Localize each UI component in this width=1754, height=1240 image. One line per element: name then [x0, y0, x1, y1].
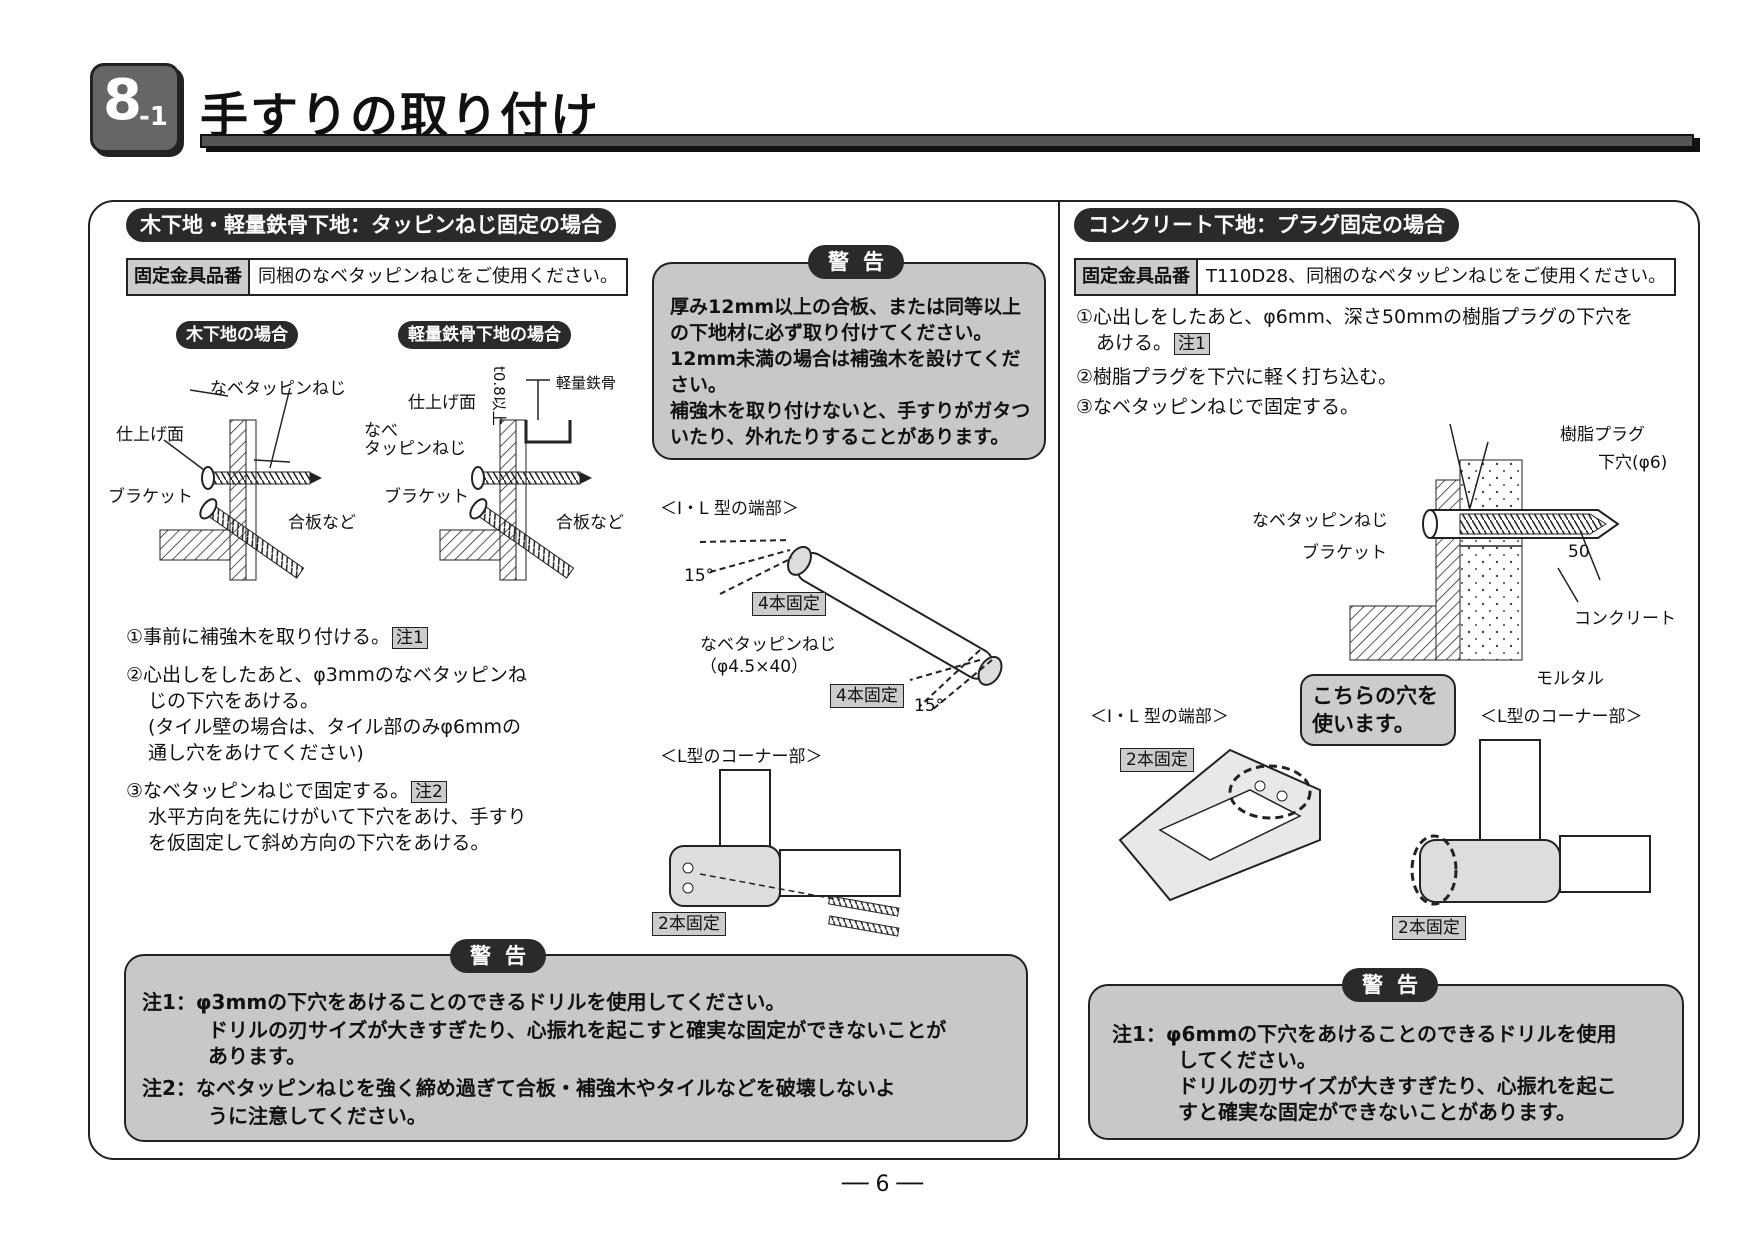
- two-fix-tag-left: 2本固定: [652, 912, 726, 936]
- label-bracket-2: ブラケット: [384, 487, 469, 507]
- right-step-1-line-1: ①心出しをしたあと、φ6mm、深さ50mmの樹脂プラグの下穴を: [1076, 306, 1634, 328]
- left-step-2-line-1: ②心出しをしたあと、φ3mmのなベタッピンね: [126, 664, 527, 686]
- middle-warning-line-1: 厚み12mm以上の合板、または同等以上: [670, 296, 1022, 318]
- title-underline: [200, 134, 1694, 148]
- label-concrete: コンクリート: [1574, 609, 1676, 629]
- il-end-diagram: [699, 539, 1003, 711]
- steel-wall-diagram: [439, 379, 592, 581]
- right-warning-line-4: すと確実な固定ができないことがあります。: [1178, 1100, 1576, 1124]
- two-fix-tag-right-1: 2本固定: [1120, 748, 1194, 772]
- callout-line-2: 使います。: [1312, 712, 1415, 736]
- callout-line-1: こちらの穴を: [1312, 684, 1438, 708]
- il-end-bracket-diagram: [1118, 748, 1321, 902]
- left-warning-line-3: あります。: [208, 1044, 306, 1068]
- label-nabe-screw-right: なベタッピンねじ: [1252, 511, 1388, 531]
- right-spec-value: T110D28、同梱のなベタッピンねじをご使用ください。: [1206, 266, 1667, 287]
- il-end-label-left: ＜I・L 型の端部＞: [660, 499, 799, 519]
- l-corner-diagram-left: [669, 769, 901, 937]
- left-step-1-text: ①事前に補強木を取り付ける。: [126, 626, 391, 648]
- screw-name-label: なベタッピンねじ: [700, 635, 836, 655]
- left-warning-line-4: 注2：なベタッピンねじを強く締め過ぎて合板・補強木やタイルなどを破壊しないよ: [142, 1076, 896, 1100]
- label-nabe-line1: なべ: [364, 421, 398, 441]
- left-step-3-line-2: 水平方向を先にけがいて下穴をあけ、手すり: [148, 806, 527, 828]
- label-bracket-right: ブラケット: [1302, 543, 1387, 563]
- l-corner-label-left: ＜L型のコーナー部＞: [660, 747, 823, 767]
- left-spec-table: 固定金具品番 同梱のなベタッピンねじをご使用ください。: [126, 258, 628, 296]
- right-heading: コンクリート下地：プラグ固定の場合: [1074, 208, 1459, 242]
- l-corner-label-right: ＜L型のコーナー部＞: [1480, 707, 1643, 727]
- left-step-3-text: ③なベタッピンねじで固定する。: [126, 780, 410, 802]
- content-frame: [88, 200, 1700, 1160]
- section-number: 8: [103, 68, 142, 133]
- label-nabe-line2: タッピンねじ: [364, 439, 466, 459]
- right-step-2: ②樹脂プラグを下穴に軽く打ち込む。: [1076, 366, 1398, 388]
- label-finish-surface-2: 仕上げ面: [408, 393, 476, 413]
- four-fix-tag-1: 4本固定: [752, 592, 826, 616]
- right-warning-line-2: してください。: [1178, 1048, 1317, 1072]
- middle-warning-line-5: 補強木を取り付けないと、手すりがガタつ: [670, 400, 1031, 422]
- left-step-3-line-3: を仮固定して斜め方向の下穴をあける。: [148, 832, 490, 854]
- four-fix-tag-2: 4本固定: [830, 684, 904, 708]
- middle-warning-line-3: 12mm未満の場合は補強木を設けてくだ: [670, 348, 1021, 370]
- sub-heading-wood: 木下地の場合: [176, 321, 298, 349]
- label-light-steel: 軽量鉄骨: [556, 374, 617, 392]
- section-badge: 8 -1: [90, 63, 180, 153]
- right-spec-key: 固定金具品番: [1076, 260, 1198, 294]
- right-step-1-text: あける。: [1096, 332, 1173, 354]
- left-warning-box: 注1：φ3mmの下穴をあけることのできるドリルを使用してください。 ドリルの刃サ…: [124, 954, 1028, 1142]
- concrete-wall-diagram: [1349, 423, 1620, 661]
- left-step-2-line-3: (タイル壁の場合は、タイル部のみφ6mmの: [148, 716, 522, 738]
- angle-label-2: 15°: [914, 696, 945, 716]
- middle-warning-line-2: の下地材に必ず取り付けてください。: [670, 322, 993, 344]
- left-heading: 木下地・軽量鉄骨下地：タッピンねじ固定の場合: [126, 208, 616, 242]
- label-depth: 50: [1568, 542, 1590, 562]
- il-end-label-right: ＜I・L 型の端部＞: [1090, 707, 1229, 727]
- label-nabe-screw: なベタッピンねじ: [210, 379, 346, 399]
- right-warning-box: 注1：φ6mmの下穴をあけることのできるドリルを使用 してください。 ドリルの刃…: [1088, 984, 1684, 1140]
- right-warning-badge: 警告: [1342, 968, 1438, 1002]
- section-sub-number: -1: [139, 102, 168, 132]
- middle-warning-badge: 警告: [808, 245, 904, 279]
- hole-callout: こちらの穴を 使います。: [1300, 674, 1456, 746]
- left-warning-line-1: 注1：φ3mmの下穴をあけることのできるドリルを使用してください。: [142, 990, 786, 1014]
- left-step-2-line-4: 通し穴をあけてください): [148, 742, 364, 764]
- right-spec-table: 固定金具品番 T110D28、同梱のなベタッピンねじをご使用ください。: [1074, 258, 1677, 296]
- sub-heading-steel: 軽量鉄骨下地の場合: [398, 321, 571, 349]
- page-number: ── 6 ──: [842, 1172, 923, 1197]
- left-spec-value: 同梱のなベタッピンねじをご使用ください。: [258, 266, 618, 287]
- label-mortar: モルタル: [1536, 669, 1604, 689]
- left-step-3-note-tag: 注2: [411, 781, 447, 803]
- left-warning-line-2: ドリルの刃サイズが大きすぎたり、心振れを起こすと確実な固定ができないことが: [208, 1018, 947, 1042]
- middle-warning-line-4: さい。: [670, 374, 728, 396]
- label-plywood: 合板など: [288, 513, 356, 533]
- label-thickness: t0.8以上: [490, 366, 508, 426]
- right-step-1-note-tag: 注1: [1174, 333, 1210, 355]
- left-warning-line-5: うに注意してください。: [208, 1104, 427, 1128]
- left-step-1-note-tag: 注1: [392, 627, 428, 649]
- left-step-1: ①事前に補強木を取り付ける。注1: [126, 624, 428, 650]
- wood-wall-diagram: [159, 387, 322, 581]
- left-step-3: ③なベタッピンねじで固定する。注2: [126, 778, 447, 804]
- left-warning-badge: 警告: [450, 939, 546, 973]
- label-plywood-2: 合板など: [556, 513, 624, 533]
- middle-warning-box: 厚み12mm以上の合板、または同等以上 の下地材に必ず取り付けてください。 12…: [652, 262, 1046, 460]
- column-divider: [1058, 200, 1060, 1158]
- label-pilot-hole: 下穴(φ6): [1598, 453, 1668, 473]
- l-corner-diagram-right: [1410, 739, 1651, 906]
- right-step-1-line-2: あける。注1: [1096, 330, 1210, 356]
- angle-label-1: 15°: [684, 566, 715, 586]
- left-spec-key: 固定金具品番: [128, 260, 250, 294]
- two-fix-tag-right-2: 2本固定: [1392, 916, 1466, 940]
- left-step-2-line-2: じの下穴をあける。: [148, 690, 320, 712]
- middle-warning-line-6: いたり、外れたりすることがあります。: [670, 426, 1010, 448]
- right-warning-line-3: ドリルの刃サイズが大きすぎたり、心振れを起こ: [1178, 1074, 1617, 1098]
- right-warning-line-1: 注1：φ6mmの下穴をあけることのできるドリルを使用: [1112, 1022, 1617, 1046]
- label-bracket: ブラケット: [108, 487, 193, 507]
- label-resin-plug: 樹脂プラグ: [1560, 425, 1645, 445]
- right-step-3: ③なベタッピンねじで固定する。: [1076, 396, 1360, 418]
- screw-size-label: （φ4.5×40）: [700, 657, 809, 677]
- label-finish-surface: 仕上げ面: [116, 425, 184, 445]
